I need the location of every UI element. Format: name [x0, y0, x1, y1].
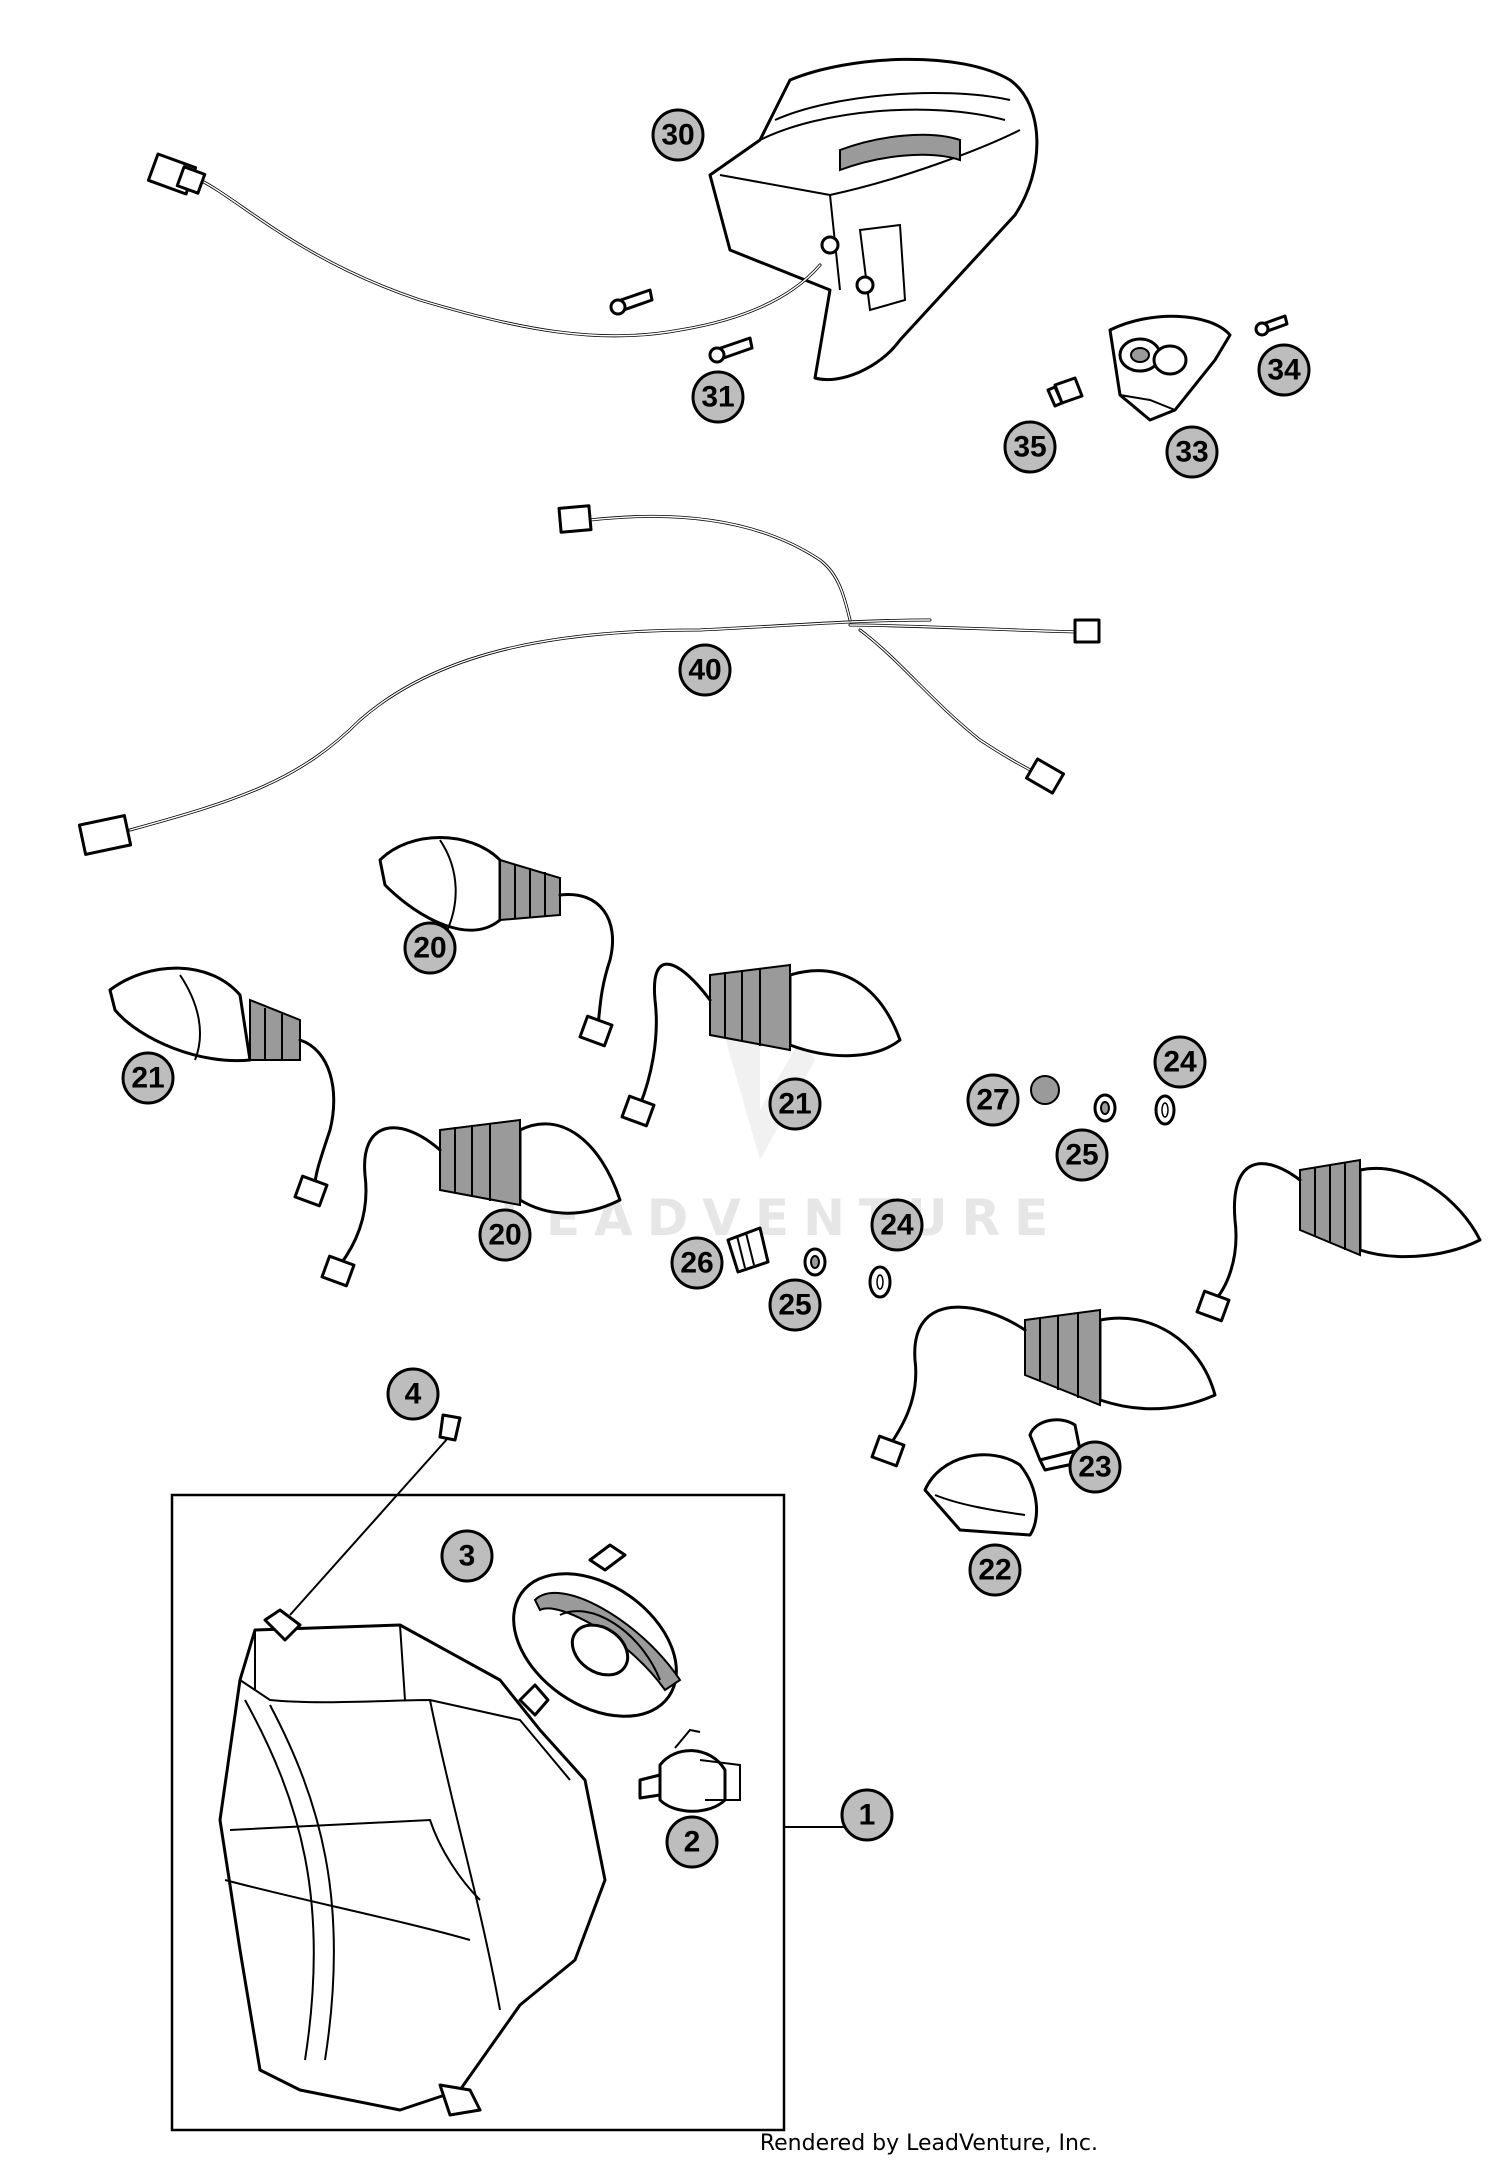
- indicator-lens: [923, 1453, 1039, 1537]
- svg-text:35: 35: [1013, 431, 1046, 464]
- svg-text:26: 26: [680, 1247, 713, 1280]
- callout-30: 30: [651, 108, 705, 162]
- callout-20: 20: [478, 1208, 532, 1262]
- svg-text:23: 23: [1078, 1451, 1111, 1484]
- license-light-screw: [1254, 314, 1289, 337]
- spacer-26: [726, 1226, 770, 1274]
- tail-light-screw: [609, 288, 754, 364]
- callout-34: 34: [1257, 343, 1311, 397]
- indicator-rear-left: [378, 836, 615, 1048]
- svg-text:20: 20: [413, 932, 446, 965]
- callout-4: 4: [386, 1367, 440, 1421]
- callout-23: 23: [1068, 1440, 1122, 1494]
- svg-text:2: 2: [684, 1826, 701, 1859]
- svg-text:34: 34: [1267, 354, 1301, 387]
- license-plate-light: [1108, 314, 1232, 422]
- svg-text:24: 24: [880, 1209, 914, 1242]
- headlight-screw: [289, 1413, 462, 1616]
- indicator-side-lower: [870, 1305, 1217, 1468]
- indicator-rear-right: [320, 1118, 622, 1288]
- callout-27: 27: [966, 1073, 1020, 1127]
- svg-text:25: 25: [778, 1289, 811, 1322]
- headlight-bulb: [638, 1728, 741, 1813]
- callout-1: 1: [840, 1788, 894, 1842]
- callout-35: 35: [1003, 420, 1057, 474]
- svg-text:21: 21: [131, 1062, 164, 1095]
- callout-40: 40: [678, 643, 732, 697]
- tail-light: [708, 57, 1039, 382]
- indicator-front-left: [108, 966, 336, 1208]
- svg-text:22: 22: [978, 1554, 1011, 1587]
- svg-text:33: 33: [1175, 436, 1208, 469]
- license-light-bulb: [1046, 376, 1084, 408]
- callout-3: 3: [440, 1529, 494, 1583]
- callout-25: 25: [1055, 1128, 1109, 1182]
- svg-text:21: 21: [778, 1088, 811, 1121]
- callout-22: 22: [968, 1543, 1022, 1597]
- callout-20: 20: [403, 921, 457, 975]
- headlight-housing: [218, 1608, 607, 2117]
- wiring-harness: [77, 504, 1101, 856]
- washer-24-lower: [868, 1265, 892, 1299]
- washer-24-upper: [1154, 1094, 1176, 1126]
- callout-2: 2: [665, 1815, 719, 1869]
- callout-21: 21: [768, 1077, 822, 1131]
- svg-text:24: 24: [1163, 1046, 1197, 1079]
- svg-text:3: 3: [459, 1540, 476, 1573]
- callout-21: 21: [121, 1051, 175, 1105]
- callouts: 30 31 33 34 35 40 20 21 21 20 27 25 24 2…: [121, 108, 1311, 1869]
- svg-text:4: 4: [405, 1378, 422, 1411]
- svg-text:40: 40: [688, 654, 721, 687]
- washer-25-upper: [1093, 1093, 1117, 1123]
- headlight-cover: [512, 1543, 682, 1718]
- callout-24: 24: [1153, 1035, 1207, 1089]
- svg-text:31: 31: [701, 381, 734, 414]
- render-credit: Rendered by LeadVenture, Inc.: [759, 2131, 1098, 2156]
- indicator-front-right: [620, 962, 902, 1128]
- svg-text:20: 20: [488, 1219, 521, 1252]
- callout-26: 26: [670, 1236, 724, 1290]
- svg-text:27: 27: [976, 1084, 1009, 1117]
- indicator-side-upper: [1195, 1158, 1482, 1323]
- washer-25-lower: [803, 1247, 827, 1277]
- callout-25: 25: [768, 1278, 822, 1332]
- svg-text:30: 30: [661, 119, 694, 152]
- tail-light-wire: [146, 152, 822, 338]
- svg-text:25: 25: [1065, 1139, 1098, 1172]
- callout-24: 24: [870, 1198, 924, 1252]
- svg-text:1: 1: [859, 1799, 876, 1832]
- nut-27: [1030, 1075, 1060, 1105]
- callout-31: 31: [691, 370, 745, 424]
- callout-33: 33: [1165, 425, 1219, 479]
- headlight-frame: [170, 1493, 845, 2132]
